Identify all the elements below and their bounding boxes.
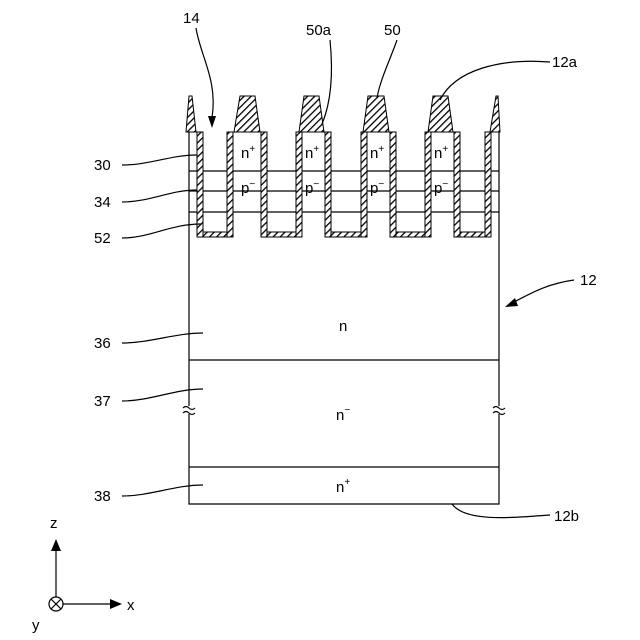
coordinate-axes: z x y: [32, 515, 135, 634]
mesa-p-minus-1: p−: [241, 179, 255, 197]
ref-36: 36: [94, 335, 111, 352]
mesa-n-plus-3: n+: [370, 144, 384, 162]
ref-14: 14: [183, 10, 200, 27]
ref-34: 34: [94, 194, 111, 211]
mesa-n-plus-4: n+: [434, 144, 448, 162]
layer-n-label: n: [339, 318, 347, 335]
ref-12: 12: [580, 272, 597, 289]
mesa-p-minus-4: p−: [434, 179, 448, 197]
layer-n-plus-label: n+: [336, 477, 350, 496]
z-axis-arrowhead: [51, 539, 61, 551]
electrode-caps: [186, 96, 500, 132]
mesa-p-minus-3: p−: [370, 179, 384, 197]
reference-numerals: 14 50a 50 12a 30 34 52 12 36 37 38 12b: [94, 10, 597, 525]
trench-floors: [197, 232, 491, 237]
y-axis-label: y: [32, 617, 40, 634]
ref-50a: 50a: [306, 22, 332, 39]
ref-50: 50: [384, 22, 401, 39]
x-axis-arrowhead: [110, 599, 122, 609]
ref-38: 38: [94, 488, 111, 505]
mesa-n-plus-1: n+: [241, 144, 255, 162]
ref-12b: 12b: [554, 508, 579, 525]
mesa-p-minus-2: p−: [305, 179, 319, 197]
ref-37: 37: [94, 393, 111, 410]
ref-12a: 12a: [552, 54, 578, 71]
x-axis-label: x: [127, 597, 135, 614]
ref-30: 30: [94, 157, 111, 174]
mesa-n-plus-2: n+: [305, 144, 319, 162]
ref-52: 52: [94, 230, 111, 247]
z-axis-label: z: [50, 515, 58, 532]
layer-n-minus-label: n−: [336, 405, 350, 424]
